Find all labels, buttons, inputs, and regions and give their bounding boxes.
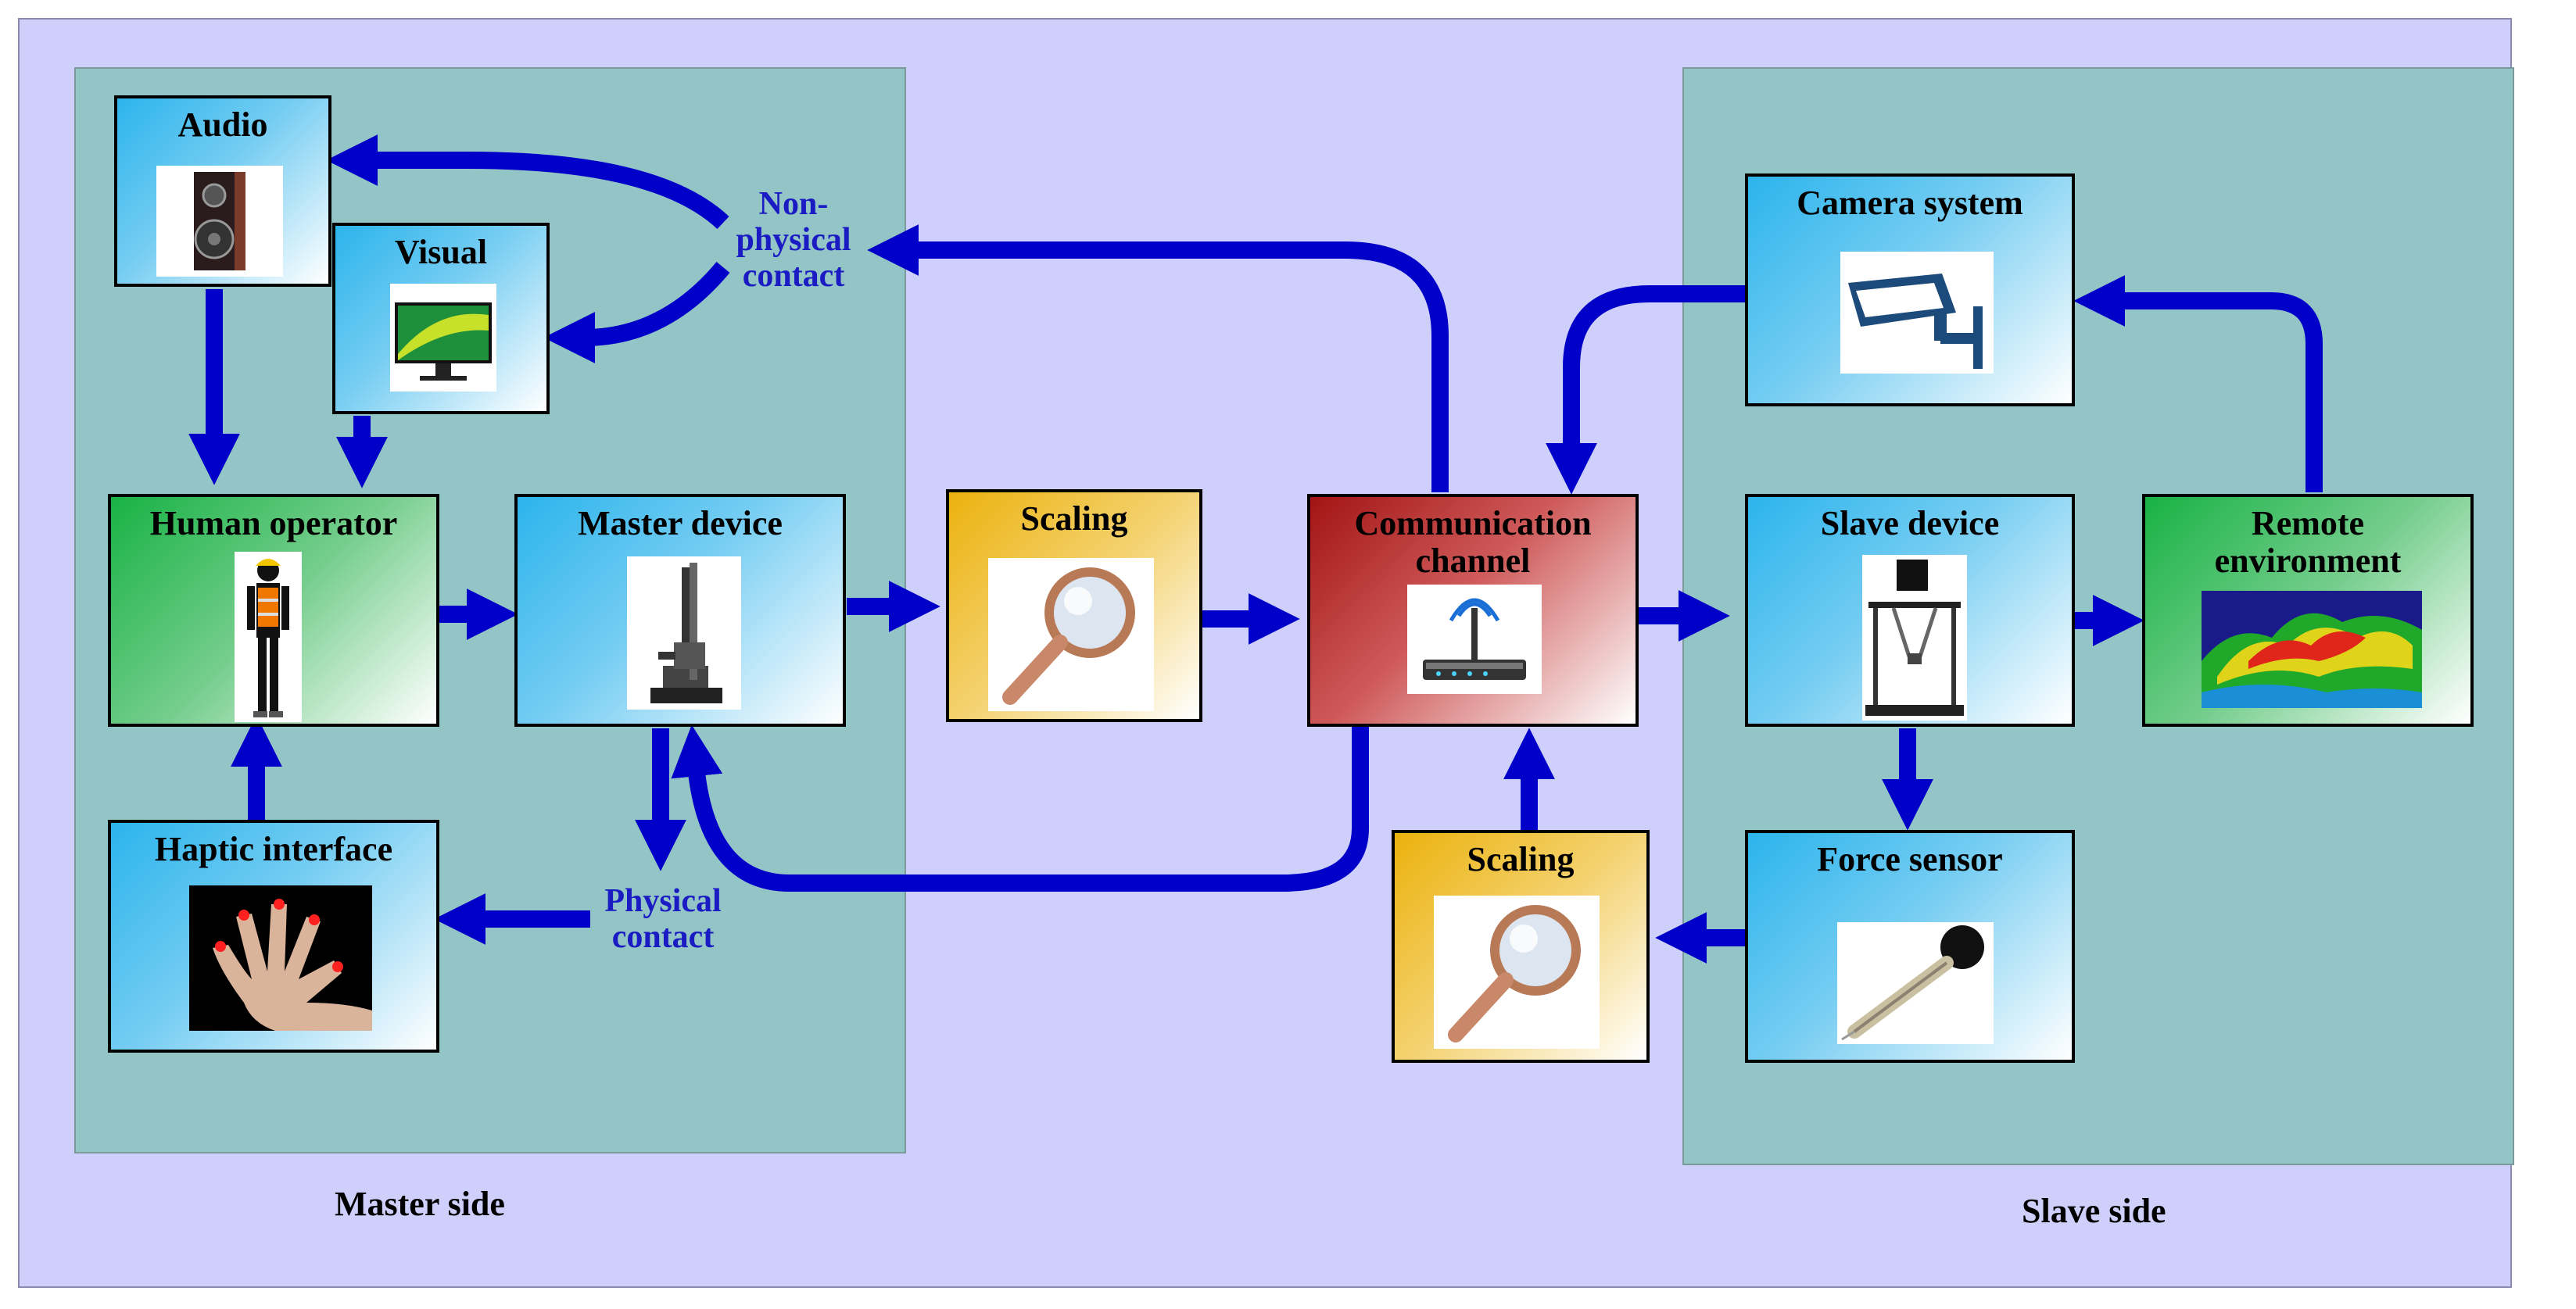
visual-box: Visual: [332, 223, 550, 414]
nonphysical-contact-label: Non- physical contact: [736, 186, 851, 294]
hand-icon: [189, 885, 372, 1031]
arrow-camera-to-comm: [1546, 285, 1745, 495]
router-icon: [1407, 585, 1542, 694]
audio-box: Audio: [114, 95, 331, 287]
haptic-interface-title: Haptic interface: [154, 830, 393, 868]
speaker-icon: [156, 166, 283, 277]
worker-icon: [235, 552, 302, 722]
master-device-box: Master device: [514, 494, 846, 727]
scaling-top-title: Scaling: [1020, 499, 1128, 538]
scaling-top-box: Scaling: [946, 489, 1202, 722]
communication-channel-title: Communication channel: [1354, 504, 1592, 580]
terrain-map-icon: [2202, 591, 2422, 708]
remote-environment-title: Remote environment: [2214, 504, 2402, 580]
scaling-bottom-box: Scaling: [1392, 830, 1650, 1063]
communication-channel-box: Communication channel: [1307, 494, 1639, 727]
arrow-remote-to-camera: [2073, 275, 2323, 492]
haptic-interface-box: Haptic interface: [108, 820, 439, 1053]
visual-title: Visual: [394, 233, 488, 271]
slave-device-title: Slave device: [1820, 504, 2000, 542]
arrow-comm-to-nonphysical: [867, 224, 1449, 492]
monitor-icon: [390, 284, 496, 392]
master-side-label: Master side: [335, 1185, 505, 1223]
master-device-title: Master device: [578, 504, 783, 542]
audio-title: Audio: [177, 106, 268, 144]
human-operator-box: Human operator: [108, 494, 439, 727]
magnifier-icon: [988, 558, 1154, 711]
magnifier-icon: [1434, 896, 1600, 1049]
slave-device-box: Slave device: [1745, 494, 2075, 727]
remote-environment-box: Remote environment: [2142, 494, 2474, 727]
scaling-bottom-title: Scaling: [1467, 840, 1575, 878]
force-sensor-box: Force sensor: [1745, 830, 2075, 1063]
robot-arm-icon: [627, 556, 741, 710]
arrow-comm-to-master: [671, 724, 1369, 892]
human-operator-title: Human operator: [149, 504, 398, 542]
arrow-nonphysical-to-visual: [543, 261, 730, 363]
physical-contact-label: Physical contact: [604, 883, 722, 955]
arrow-nonphysical-to-audio: [326, 134, 729, 230]
slave-side-label: Slave side: [2022, 1192, 2166, 1230]
camera-system-box: Camera system: [1745, 173, 2075, 406]
force-sensor-title: Force sensor: [1817, 840, 2003, 878]
camera-system-title: Camera system: [1797, 184, 2023, 222]
camera-icon: [1840, 252, 1994, 374]
force-sensor-icon: [1837, 922, 1994, 1044]
delta-robot-icon: [1862, 555, 1967, 721]
